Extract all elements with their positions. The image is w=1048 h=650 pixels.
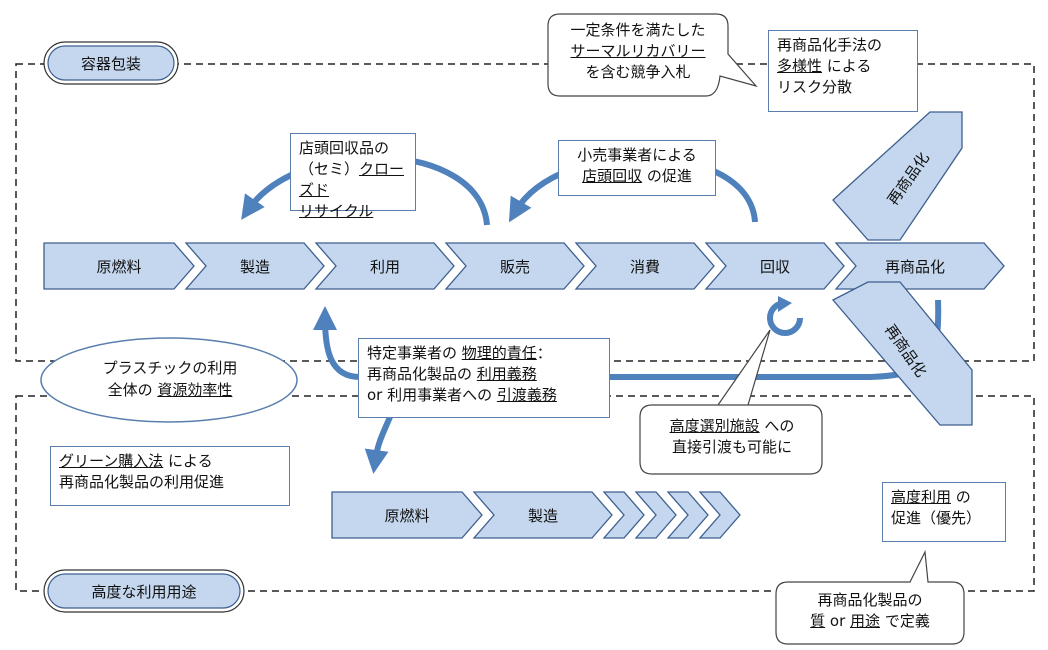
secondary-chevron-4 <box>666 491 709 539</box>
flow-step-recommercialize: 再商品化 <box>884 257 945 276</box>
flow-step-sales: 販売 <box>499 257 530 276</box>
sorting-bubble-shape <box>639 329 823 475</box>
secondary-chevron-2 <box>602 491 645 539</box>
main-chevron-1 <box>184 242 325 290</box>
circular-arrow-icon <box>767 300 803 336</box>
definition-bubble-text: 再商品化製品の 質 or 用途 で定義 <box>810 591 930 630</box>
main-chevron-5 <box>704 242 845 290</box>
secondary-flow <box>331 491 741 539</box>
main-chevron-6 <box>834 242 1005 290</box>
main-chevron-0 <box>43 242 195 290</box>
top-section-pill <box>47 45 175 81</box>
definition-bubble-shape <box>775 549 965 645</box>
main-chevron-2 <box>314 242 455 290</box>
secondary-chevron-5 <box>698 491 741 539</box>
lower-diagonal-tag <box>831 281 973 426</box>
green-purchase-callout: グリーン購入法 による 再商品化製品の利用促進 <box>50 446 290 506</box>
bidding-bubble-text: 一定条件を満たした サーマルリカバリー を含む競争入札 <box>570 21 706 81</box>
upper-diagonal-tag <box>832 111 963 241</box>
flow-step-manufacture: 製造 <box>239 257 270 276</box>
diversity-callout: 再商品化手法の 多様性 による リスク分散 <box>768 30 918 112</box>
bidding-bubble-shape <box>547 13 758 97</box>
main-chevron-4 <box>574 242 715 290</box>
flow-step-raw-fuel: 原燃料 <box>96 257 142 276</box>
flow-step-consumption: 消費 <box>629 257 660 276</box>
specified-business-callout: 特定事業者の 物理的責任： 再商品化製品の 利用義務 or 利用事業者への 引渡… <box>358 338 610 418</box>
bottom-section-label: 高度な利用用途 <box>91 582 197 601</box>
main-flow <box>43 242 1005 290</box>
down-to-secondary-arrow <box>364 410 395 474</box>
closed-loop-callout: 店頭回収品の （セミ）クローズド リサイクル <box>290 133 416 220</box>
sorting-bubble-text: 高度選別施設 への 直接引渡も可能に <box>669 417 795 456</box>
secondary-step-raw-fuel: 原燃料 <box>384 506 430 525</box>
top-section-label: 容器包装 <box>80 54 141 73</box>
flow-step-use: 利用 <box>369 257 400 276</box>
resource-efficiency-label: プラスチックの利用 全体の 資源効率性 <box>102 359 238 399</box>
resource-efficiency-ellipse <box>40 337 298 423</box>
advanced-use-callout: 高度利用 の 促進（優先） <box>882 482 1006 542</box>
secondary-chevron-0 <box>331 491 483 539</box>
bottom-section-pill <box>47 573 241 609</box>
main-chevron-3 <box>444 242 585 290</box>
secondary-chevron-1 <box>472 491 613 539</box>
circular-arrow-head <box>778 296 792 312</box>
secondary-chevron-3 <box>634 491 677 539</box>
retailer-collection-callout: 小売事業者による 店頭回収 の促進 <box>558 140 716 196</box>
flow-step-collection: 回収 <box>759 257 790 276</box>
secondary-step-manufacture: 製造 <box>527 506 558 525</box>
